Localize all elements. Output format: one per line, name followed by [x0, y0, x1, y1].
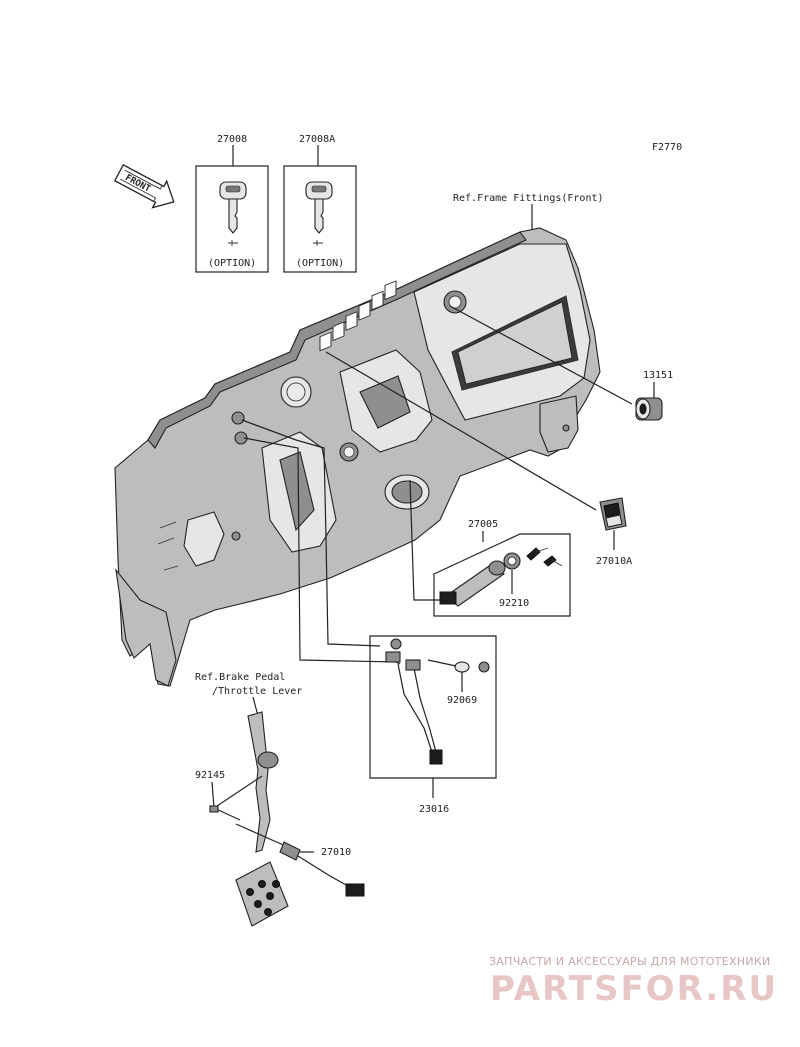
brake-switch-27010-icon: [279, 841, 365, 897]
key-icon: [305, 181, 333, 234]
clip-92145-icon: [209, 805, 219, 813]
dashboard-panel: [114, 227, 601, 687]
part-27010A: 27010A: [596, 556, 632, 567]
part-27005: 27005: [468, 519, 498, 530]
watermark-logo: PARTSFOR.RU: [490, 969, 778, 1009]
ignition-keys-icon: [526, 547, 563, 567]
part-27008A: 27008A: [299, 134, 335, 145]
option-label-27008A: (OPTION): [296, 258, 344, 269]
part-92210: 92210: [499, 598, 529, 609]
figure-code: F2770: [652, 142, 682, 153]
brake-pedal-icon: [235, 711, 289, 927]
key-icon: [219, 181, 247, 234]
ref-frame-fittings: Ref.Frame Fittings(Front): [453, 193, 604, 204]
part-13151: 13151: [643, 370, 673, 381]
part-92069: 92069: [447, 695, 477, 706]
part-27008: 27008: [217, 134, 247, 145]
key-27008-box: (OPTION): [195, 145, 269, 273]
option-label-27008: (OPTION): [208, 258, 256, 269]
front-arrow-icon: FRONT: [113, 163, 175, 209]
part-23016: 23016: [419, 804, 449, 815]
switch-27010A-icon: [599, 497, 627, 531]
part-27010: 27010: [321, 847, 351, 858]
key-27008A-box: (OPTION): [283, 145, 357, 273]
ignition-switch-icon: [439, 560, 506, 607]
watermark-tagline: ЗАПЧАСТИ И АКСЕССУАРЫ ДЛЯ МОТОТЕХНИКИ: [489, 955, 771, 968]
grommet-92069-icon: [454, 661, 490, 673]
part-92145: 92145: [195, 770, 225, 781]
ref-throttle-lever: /Throttle Lever: [212, 686, 302, 697]
ref-brake-pedal: Ref.Brake Pedal: [195, 672, 285, 683]
nut-92210-icon: [503, 552, 521, 570]
socket-13151-icon: [635, 397, 663, 421]
harness-23016-icon: [385, 638, 443, 765]
switch-slots: [319, 280, 397, 352]
